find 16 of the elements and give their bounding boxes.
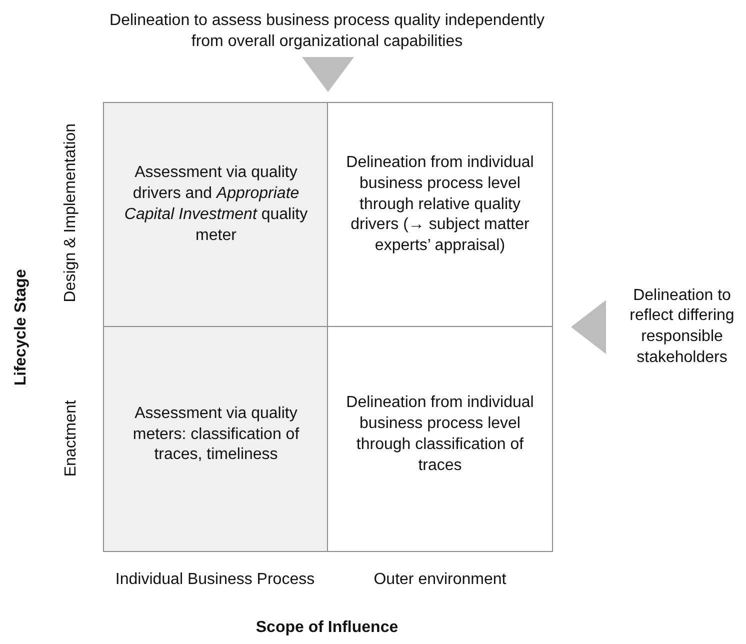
cell-text: Assessment via quality meters: classification of traces, timeliness <box>132 404 300 466</box>
annotation-text: Delineation to reflect differing responsible stakeholders <box>628 286 736 368</box>
quadrant-cell <box>327 326 553 552</box>
row-heading: Enactment <box>62 398 81 478</box>
axis-title: Lifecycle Stage <box>12 268 31 388</box>
column-heading: Individual Business Process <box>115 570 315 590</box>
cell-text: Delineation from individual business process level through classification of traces <box>345 393 535 476</box>
quadrant-cell <box>103 102 329 328</box>
row-heading: Design & Implementation <box>62 122 80 304</box>
quadrant-cell <box>327 102 553 328</box>
quadrant-cell <box>103 326 329 552</box>
annotation-text: Delineation to assess business process quality independently from overall organizational capabilities <box>108 11 546 52</box>
axis-title: Scope of Influence <box>254 618 400 638</box>
cell-text: Delineation from individual business process level through relative quality drivers (→ subject matter experts’ appraisal) <box>345 153 535 256</box>
cell-text: Assessment via quality drivers and Appropriate Capital Investment quality meter <box>123 163 309 246</box>
column-heading: Outer environment <box>372 570 508 590</box>
